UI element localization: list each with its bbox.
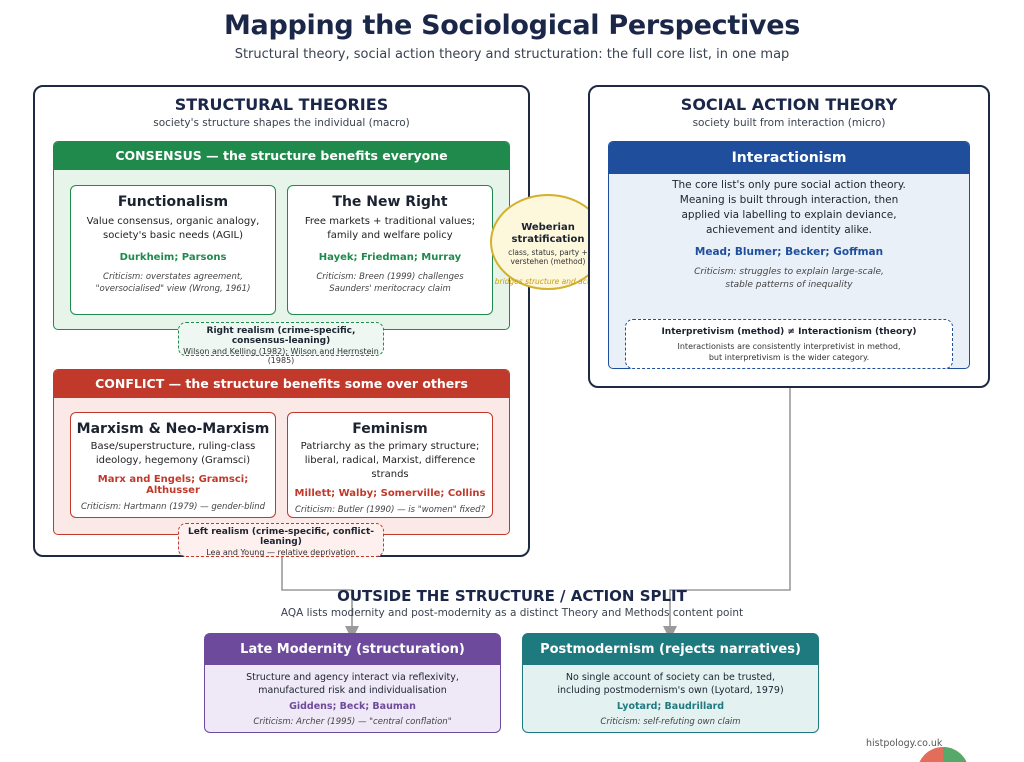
interactionism-criticism-line2: stable patterns of inequality: [725, 280, 853, 290]
new-right-card: The New Right Free markets + traditional…: [287, 185, 493, 315]
late-modernity-desc-line1: Structure and agency interact via reflex…: [246, 672, 459, 683]
postmodernism-criticism: Criticism: self-refuting own claim: [600, 717, 741, 727]
functionalism-title: Functionalism: [117, 194, 229, 210]
marxism-card: Marxism & Neo-Marxism Base/superstructur…: [70, 412, 276, 518]
interactionism-criticism-line1: Criticism: struggles to explain large-sc…: [694, 267, 884, 277]
interpretivism-box: Interpretivism (method) ≠ Interactionism…: [625, 319, 953, 369]
weberian-bubble: Weberian stratification class, status, p…: [490, 194, 606, 290]
marxism-title: Marxism & Neo-Marxism: [76, 421, 270, 437]
interpretivism-sub-line1: Interactionists are consistently interpr…: [677, 342, 901, 351]
action-to-post-connector: [669, 388, 791, 628]
postmodernism-thinkers: Lyotard; Baudrillard: [616, 701, 725, 712]
page-title: Mapping the Sociological Perspectives: [223, 10, 801, 41]
marxism-thinkers: Marx and Engels; Gramsci; Althusser: [97, 474, 249, 496]
weberian-sub-line1: class, status, party +: [508, 248, 588, 257]
interactionism-desc-line1: The core list's only pure social action …: [672, 179, 906, 191]
functionalism-card: Functionalism Value consensus, organic a…: [70, 185, 276, 315]
functionalism-desc-line2: society's basic needs (AGIL): [103, 230, 243, 241]
weberian-title-line1: Weberian: [521, 222, 575, 233]
structural-subtitle: society's structure shapes the individua…: [153, 117, 410, 129]
outside-title: OUTSIDE THE STRUCTURE / ACTION SPLIT: [337, 587, 687, 605]
late-modernity-criticism: Criticism: Archer (1995) — "central conf…: [253, 717, 452, 727]
new-right-criticism-line1: Criticism: Breen (1999) challenges: [316, 272, 464, 282]
postmodernism-card: Postmodernism (rejects narratives): [522, 633, 819, 733]
late-modernity-thinkers: Giddens; Beck; Bauman: [289, 701, 416, 712]
functionalism-thinkers: Durkheim; Parsons: [119, 252, 227, 263]
site-credit[interactable]: histpology.co.uk: [866, 738, 943, 749]
right-realism-box: Right realism (crime-specific, consensus…: [178, 322, 384, 365]
functionalism-criticism-line2: "oversocialised" view (Wrong, 1961): [95, 284, 251, 294]
interpretivism-title: Interpretivism (method) ≠ Interactionism…: [661, 327, 917, 337]
postmodernism-desc-line2: including postmodernism's own (Lyotard, …: [557, 685, 784, 696]
new-right-criticism-line2: Saunders' meritocracy claim: [329, 284, 451, 294]
interactionism-desc-line3: applied via labelling to explain devianc…: [681, 209, 897, 221]
weberian-bridge-note: bridges structure and action: [494, 277, 602, 286]
functionalism-criticism-line1: Criticism: overstates agreement,: [103, 272, 243, 282]
postmodernism-header: Postmodernism (rejects narratives): [523, 634, 818, 665]
marxism-desc-line1: Base/superstructure, ruling-class: [90, 441, 256, 452]
new-right-thinkers: Hayek; Friedman; Murray: [318, 252, 462, 263]
marxism-desc-line2: ideology, hegemony (Gramsci): [95, 455, 251, 466]
feminism-desc-line2: liberal, radical, Marxist, difference st…: [304, 455, 476, 480]
marxism-criticism: Criticism: Hartmann (1979) — gender-blin…: [81, 502, 265, 512]
feminism-title: Feminism: [352, 421, 428, 437]
new-right-title: The New Right: [332, 194, 448, 210]
interactionism-thinkers: Mead; Blumer; Becker; Goffman: [694, 246, 884, 258]
feminism-desc-line1: Patriarchy as the primary structure;: [300, 441, 480, 452]
right-realism-title: Right realism (crime-specific, consensus…: [206, 326, 356, 346]
interactionism-desc-line2: Meaning is built through interaction, th…: [679, 194, 899, 206]
consensus-header: CONSENSUS — the structure benefits every…: [54, 142, 509, 170]
weberian-sub-line2: verstehen (method): [510, 257, 586, 266]
left-realism-title: Left realism (crime-specific, conflict-l…: [188, 527, 374, 547]
page-subtitle: Structural theory, social action theory …: [234, 47, 790, 62]
feminism-thinkers: Millett; Walby; Somerville; Collins: [294, 488, 486, 499]
outside-subtitle: AQA lists modernity and post-modernity a…: [280, 607, 744, 619]
interpretivism-sub-line2: but interpretivism is the wider category…: [708, 353, 870, 362]
logo-icon: [919, 747, 967, 762]
postmodernism-desc-line1: No single account of society can be trus…: [565, 672, 776, 683]
weberian-title-line2: stratification: [511, 234, 585, 245]
social-action-subtitle: society built from interaction (micro): [692, 117, 886, 129]
late-modernity-desc-line2: manufactured risk and individualisation: [258, 685, 447, 696]
conflict-header: CONFLICT — the structure benefits some o…: [54, 370, 509, 398]
new-right-desc-line2: family and welfare policy: [327, 230, 453, 241]
feminism-card: Feminism Patriarchy as the primary struc…: [287, 412, 493, 518]
left-realism-box: Left realism (crime-specific, conflict-l…: [178, 523, 384, 557]
functionalism-desc-line1: Value consensus, organic analogy,: [86, 216, 260, 227]
structural-to-late-connector: [281, 556, 353, 628]
interactionism-header: Interactionism: [609, 142, 969, 174]
new-right-desc-line1: Free markets + traditional values;: [304, 216, 476, 227]
interactionism-desc-line4: achievement and identity alike.: [706, 224, 872, 236]
right-realism-sub: Wilson and Kelling (1982); Wilson and He…: [183, 347, 379, 365]
late-modernity-card: Late Modernity (structuration): [204, 633, 501, 733]
structural-title: STRUCTURAL THEORIES: [174, 95, 389, 114]
social-action-title: SOCIAL ACTION THEORY: [680, 95, 898, 114]
left-realism-sub: Lea and Young — relative deprivation: [206, 548, 356, 557]
feminism-criticism: Criticism: Butler (1990) — is "women" fi…: [294, 505, 486, 515]
late-modernity-header: Late Modernity (structuration): [205, 634, 500, 665]
